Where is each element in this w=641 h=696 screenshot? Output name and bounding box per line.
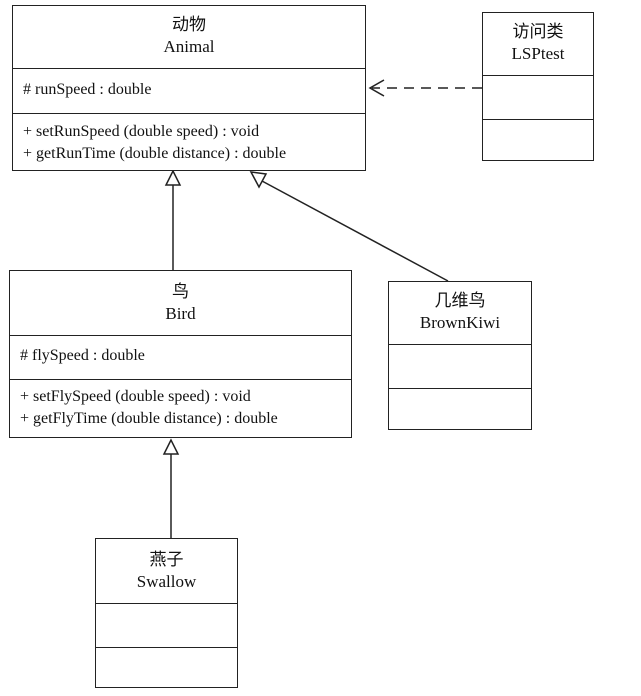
lsptest-en-name: LSPtest: [511, 44, 565, 63]
animal-attribute: # runSpeed : double: [23, 81, 152, 98]
lsptest-attributes: [483, 75, 593, 119]
brownkiwi-attributes: [389, 344, 531, 388]
bird-generalization-arrowhead: [164, 169, 182, 186]
animal-method: + setRunSpeed (double speed) : void: [23, 123, 260, 140]
bird-cn-name: 鸟: [172, 282, 189, 301]
bird-attributes: # flySpeed : double: [10, 335, 351, 379]
bird-class-name: 鸟 Bird: [10, 271, 351, 335]
animal-class: 动物 Animal # runSpeed : double + setRunSp…: [12, 5, 366, 171]
bird-en-name: Bird: [165, 304, 196, 323]
animal-attributes: # runSpeed : double: [13, 68, 365, 113]
animal-method: + getRunTime (double distance) : double: [23, 145, 287, 162]
lsptest-class-name: 访问类 LSPtest: [483, 13, 593, 75]
animal-methods: + setRunSpeed (double speed) : void + ge…: [13, 113, 365, 170]
brownkiwi-generalization-line: [261, 180, 449, 282]
bird-method: + getFlyTime (double distance) : double: [20, 410, 278, 427]
animal-cn-name: 动物: [172, 15, 206, 34]
swallow-generalization-arrowhead: [162, 438, 180, 455]
swallow-class: 燕子 Swallow: [95, 538, 238, 688]
brownkiwi-class-name: 几维鸟 BrownKiwi: [389, 282, 531, 344]
bird-class: 鸟 Bird # flySpeed : double + setFlySpeed…: [9, 270, 352, 438]
brownkiwi-cn-name: 几维鸟: [434, 291, 486, 310]
brownkiwi-generalization-arrowhead: [249, 171, 268, 189]
bird-attribute: # flySpeed : double: [20, 347, 145, 364]
bird-methods: + setFlySpeed (double speed) : void + ge…: [10, 379, 351, 436]
dependency-arrowhead: [368, 79, 385, 97]
lsptest-class: 访问类 LSPtest: [482, 12, 594, 161]
swallow-en-name: Swallow: [136, 572, 197, 591]
brownkiwi-class: 几维鸟 BrownKiwi: [388, 281, 532, 430]
swallow-cn-name: 燕子: [149, 550, 184, 569]
animal-class-name: 动物 Animal: [13, 6, 365, 68]
animal-en-name: Animal: [163, 37, 215, 56]
lsptest-methods: [483, 119, 593, 159]
brownkiwi-methods: [389, 388, 531, 428]
swallow-attributes: [96, 603, 237, 647]
lsptest-cn-name: 访问类: [512, 22, 564, 41]
bird-method: + setFlySpeed (double speed) : void: [20, 388, 251, 405]
swallow-class-name: 燕子 Swallow: [96, 539, 237, 603]
brownkiwi-en-name: BrownKiwi: [419, 313, 501, 332]
swallow-methods: [96, 647, 237, 686]
